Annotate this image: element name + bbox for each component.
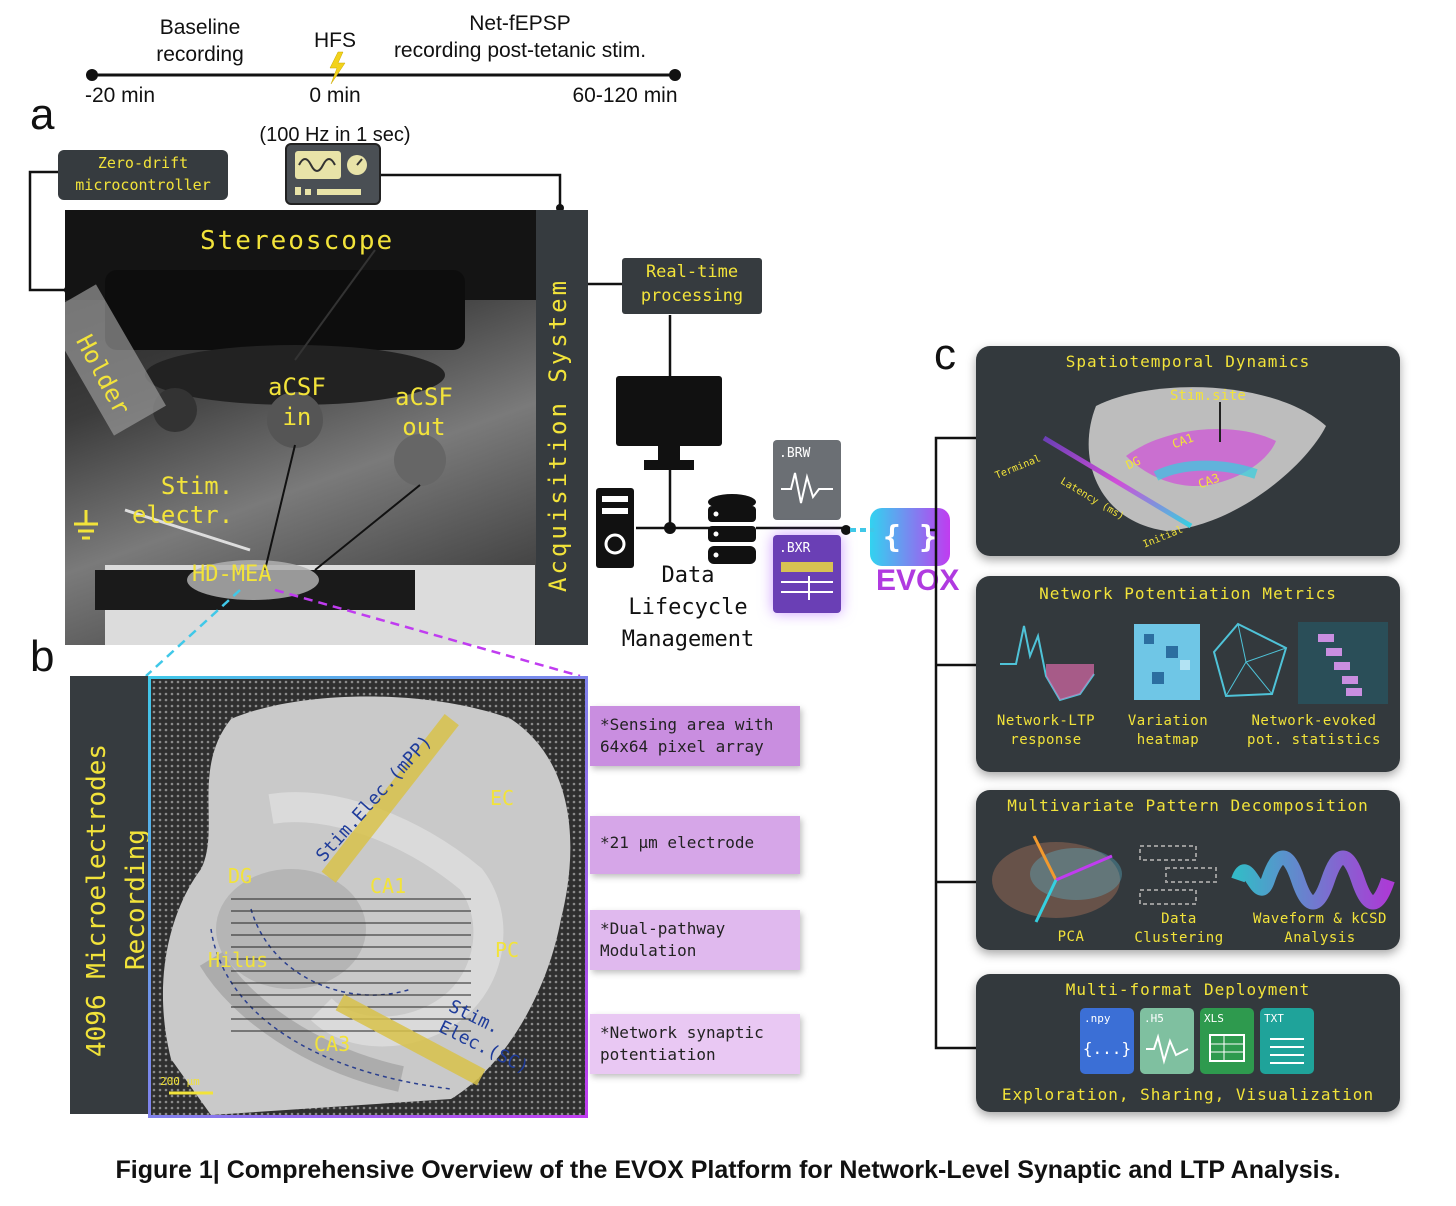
- timeline-baseline-label: Baseline recording: [156, 16, 244, 67]
- microelectrodes-side-bar: 4096 Microelectrodes Recording: [70, 676, 151, 1114]
- variation-heatmap-label: Variation heatmap: [1127, 713, 1209, 748]
- npy-file-icon: .npy {...}: [1080, 1008, 1134, 1074]
- monitor-icon: [616, 376, 722, 470]
- hfs-note: (100 Hz in 1 sec): [259, 124, 411, 146]
- stimulator-icon: [285, 143, 381, 205]
- stim-site-label: Stim.site: [1170, 388, 1246, 404]
- hd-mea-image: [148, 676, 588, 1118]
- note-electrode-size: *21 µm electrode: [590, 816, 800, 874]
- evox-label: EVOX: [876, 564, 960, 597]
- figure-caption: Figure 1| Comprehensive Overview of the …: [115, 1156, 1341, 1184]
- microcontroller-box: Zero-drift microcontroller: [58, 150, 228, 200]
- txt-file-icon: TXT: [1260, 1008, 1314, 1074]
- card-multiformat-title: Multi-format Deployment: [1065, 980, 1311, 999]
- bxr-file-icon: .BXR: [773, 535, 841, 613]
- multiformat-subtitle: Exploration, Sharing, Visualization: [1001, 1085, 1375, 1104]
- hilus-label: Hilus: [208, 948, 269, 972]
- timeline-post-label: Net-fEPSP recording post-tetanic stim.: [393, 12, 647, 63]
- realtime-processing-box: Real-time processing: [622, 258, 762, 314]
- bxr-file-label: .BXR: [779, 541, 811, 556]
- note-dual-pathway: *Dual-pathway Modulation: [590, 910, 800, 970]
- hd-mea-label: HD-MEA: [192, 562, 272, 587]
- xls-file-label: XLS: [1204, 1012, 1224, 1025]
- timeline-hfs-label: HFS: [314, 29, 356, 52]
- data-lifecycle-label: Data Lifecycle Management: [621, 563, 755, 652]
- pca-label: PCA: [1057, 929, 1085, 945]
- ca1-label: CA1: [370, 874, 407, 898]
- database-icon: [708, 494, 756, 564]
- card-network-potentiation-title: Network Potentiation Metrics: [1039, 584, 1337, 603]
- xls-file-icon: XLS: [1200, 1008, 1254, 1074]
- txt-file-label: TXT: [1264, 1012, 1284, 1025]
- scale-bar-label: 200 µm: [160, 1075, 200, 1088]
- panel-a-letter: a: [30, 90, 55, 139]
- note-network-potentiation: *Network synaptic potentiation: [590, 1014, 800, 1074]
- acsf-in-label: aCSF in: [268, 373, 326, 431]
- h5-file-icon: .H5: [1140, 1008, 1194, 1074]
- setup-photo: [65, 210, 537, 645]
- network-ltp-response-label: Network-LTP response: [996, 713, 1096, 748]
- panel-c-tree: [930, 436, 976, 1050]
- data-lifecycle-connectors: [588, 282, 843, 534]
- card-multivariate-title: Multivariate Pattern Decomposition: [1007, 796, 1369, 815]
- waveform-kcsd-label: Waveform & kCSD Analysis: [1253, 911, 1387, 946]
- pc-tower-icon: [596, 488, 634, 568]
- evox-connector: [841, 525, 874, 535]
- timeline-t2: 0 min: [309, 84, 361, 107]
- card-multiformat: Multi-format Deployment .npy {...} .H5 X…: [976, 974, 1400, 1112]
- panel-c-letter: c: [934, 330, 956, 379]
- data-clustering-label: Data Clustering: [1134, 911, 1224, 946]
- dg-label: DG: [228, 864, 253, 888]
- npy-file-label: .npy: [1084, 1012, 1111, 1025]
- timeline-axis: [86, 51, 681, 85]
- card-network-potentiation: Network Potentiation Metrics Network-LTP…: [976, 576, 1400, 772]
- acquisition-system-bar: Acquisition System: [536, 210, 588, 645]
- ground-icon: [74, 510, 98, 540]
- zoom-lines: [145, 588, 581, 678]
- ca3-label: CA3: [314, 1032, 351, 1056]
- brw-file-label: .BRW: [779, 446, 811, 461]
- note-sensing-area: *Sensing area with 64x64 pixel array: [590, 706, 800, 766]
- network-evoked-stats-label: Network-evoked pot. statistics: [1247, 713, 1381, 748]
- stereoscope-label: Stereoscope: [200, 226, 395, 256]
- card-spatiotemporal: Spatiotemporal Dynamics Stim.site Termin…: [976, 346, 1400, 556]
- brw-file-icon: .BRW: [773, 440, 841, 520]
- timeline-t1: -20 min: [84, 84, 156, 107]
- acsf-out-label: aCSF out: [395, 383, 453, 441]
- pc-label: PC: [495, 938, 520, 962]
- stim-electr-label: Stim. electr.: [132, 472, 234, 529]
- timeline-t3: 60-120 min: [572, 84, 678, 107]
- ec-label: EC: [490, 786, 515, 810]
- panel-b-letter: b: [30, 632, 55, 681]
- card-spatiotemporal-title: Spatiotemporal Dynamics: [1065, 352, 1311, 371]
- h5-file-label: .H5: [1144, 1012, 1164, 1025]
- microelectrodes-side-label: 4096 Microelectrodes Recording: [82, 743, 151, 1057]
- card-multivariate: Multivariate Pattern Decomposition PCA D…: [976, 790, 1400, 950]
- acquisition-system-label: Acquisition System: [544, 277, 572, 593]
